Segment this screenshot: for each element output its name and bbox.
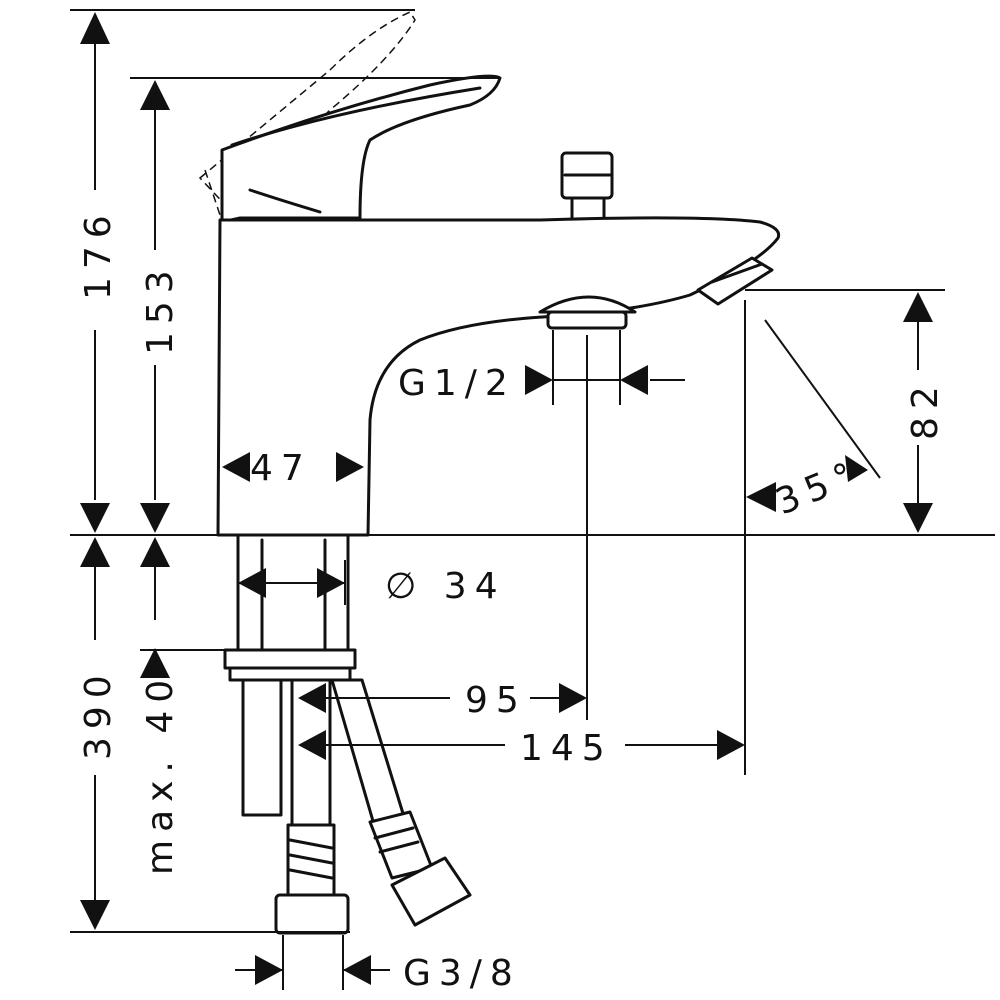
dim-g12 (525, 330, 685, 405)
label-g12: G1/2 (398, 363, 516, 404)
dim-176 (70, 9, 415, 533)
label-g38: G3/8 (403, 953, 521, 994)
dim-g38 (235, 935, 390, 990)
label-diameter-34: ∅ 34 (385, 566, 506, 607)
lever-base (248, 188, 322, 214)
label-82: 82 (905, 378, 946, 440)
hose-straight (274, 678, 350, 935)
label-max-40: max. 40 (140, 672, 181, 875)
dim-82 (745, 289, 945, 533)
label-390: 390 (78, 667, 119, 760)
dim-145 (298, 730, 745, 760)
spout-tip (696, 256, 774, 306)
label-145: 145 (520, 728, 613, 769)
label-153: 153 (140, 262, 181, 355)
aerator (538, 295, 637, 330)
label-176: 176 (78, 207, 119, 300)
lever-edge (230, 86, 482, 147)
hose-angled (330, 678, 472, 927)
label-95: 95 (465, 680, 527, 721)
dim-153 (130, 77, 500, 533)
threaded-rod (241, 678, 283, 817)
dim-max-40 (140, 537, 230, 678)
faucet-lever (220, 74, 502, 224)
dim-47 (222, 452, 364, 482)
dim-diameter-34 (237, 560, 346, 605)
faucet-body (216, 216, 781, 537)
dim-390 (70, 537, 350, 933)
diverter-knob (560, 151, 614, 222)
label-47: 47 (250, 448, 312, 489)
dim-35-angle (744, 300, 881, 775)
label-35: 35° (770, 452, 867, 523)
mounting-shank (236, 533, 350, 652)
mounting-nut (223, 648, 357, 682)
dim-95 (298, 335, 588, 720)
